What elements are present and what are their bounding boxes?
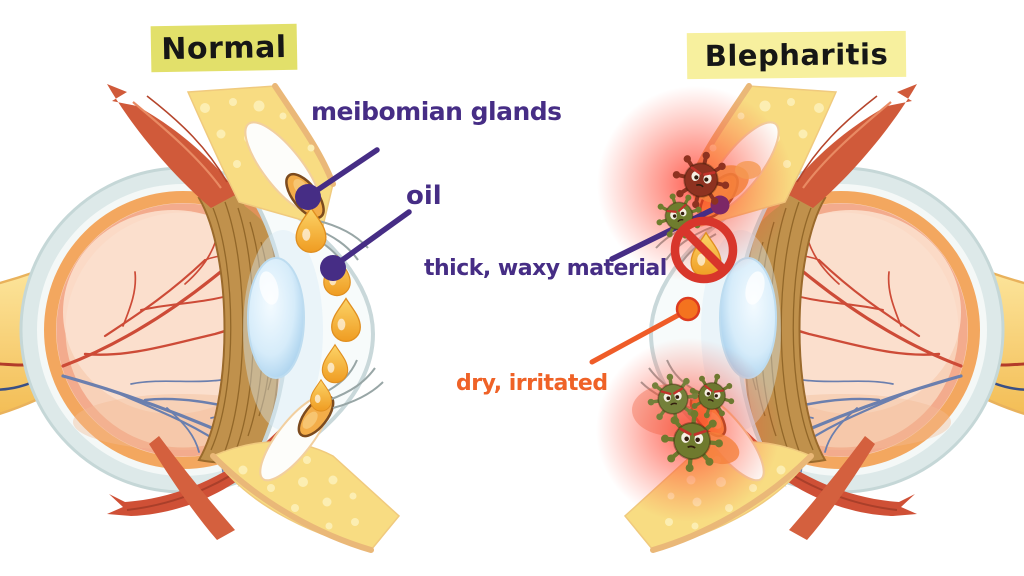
label-oil: oil [406,181,442,211]
callout-line-dry [589,309,687,365]
blepharitis-title-badge: Blepharitis [686,30,907,80]
callout-line-oil [331,209,412,269]
label-meibomian-glands: meibomian glands [311,97,562,126]
inflamed-tissue-blob [735,161,761,179]
callout-line-thick-waxy [609,204,721,262]
callout-dot-meibomian [295,184,321,210]
callout-dot-dry [675,296,701,322]
label-dry-irritated: dry, irritated [456,371,608,396]
normal-eye-illustration [0,84,399,550]
callout-dot-oil [320,255,346,281]
label-thick-waxy-material: thick, waxy material [424,256,667,281]
no-oil-icon [670,216,738,284]
callout-line-meibomian [307,147,380,198]
normal-title-badge: Normal [150,23,298,73]
